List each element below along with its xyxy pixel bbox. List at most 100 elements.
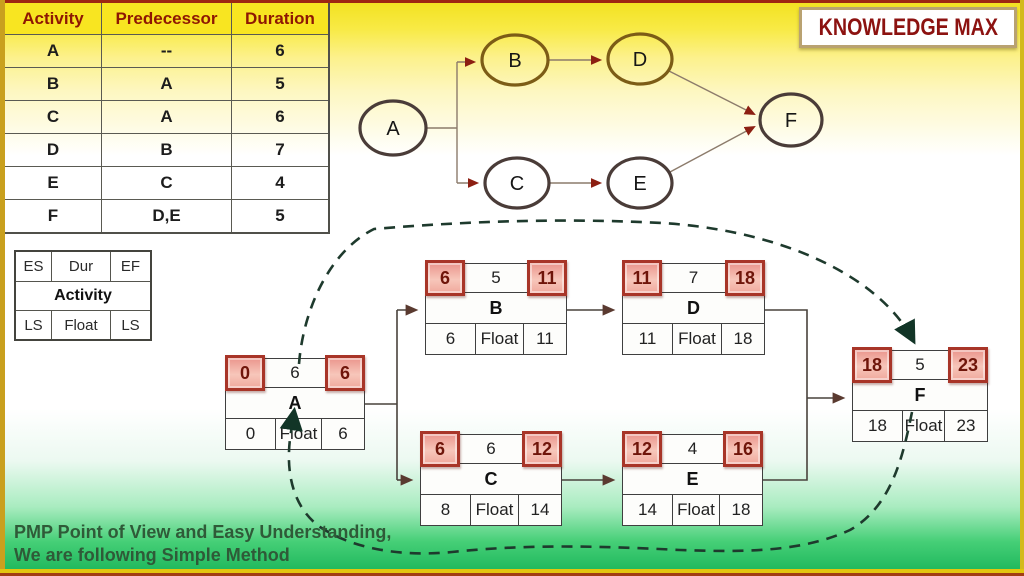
activity-name: E <box>622 464 763 495</box>
arrow-e-to-f <box>669 126 756 173</box>
ef-cell: 23 <box>948 347 988 383</box>
ef-cell: 16 <box>723 431 763 467</box>
activity-name: A <box>225 388 365 419</box>
cell-duration: 5 <box>275 74 285 93</box>
es-cell: 0 <box>225 355 265 391</box>
network-node-a <box>358 99 428 157</box>
dashed-annotation-loop <box>279 219 916 555</box>
cell-duration: 7 <box>275 140 285 159</box>
legend-ls: LS <box>16 311 52 339</box>
cell-predecessor: A <box>101 68 232 100</box>
lf-cell: 14 <box>530 500 550 519</box>
cell-activity: D <box>46 140 60 159</box>
legend-lf: LS <box>110 311 150 339</box>
footer-line-2: We are following Simple Method <box>14 545 290 565</box>
lf-cell: 18 <box>733 329 753 348</box>
table-row: D B 7 <box>5 133 328 166</box>
network-node-f <box>758 92 824 148</box>
ef-cell: 12 <box>522 431 562 467</box>
ls-cell: 6 <box>426 324 476 354</box>
cell-duration: 4 <box>275 173 285 192</box>
header-predecessor: Predecessor <box>101 3 232 34</box>
float-cell: Float <box>903 411 945 441</box>
activity-name: D <box>622 293 765 324</box>
cell-duration: 6 <box>275 107 285 126</box>
frame-left-edge <box>0 0 5 576</box>
cell-activity: B <box>46 74 60 93</box>
cell-activity: C <box>46 107 60 126</box>
cell-predecessor: C <box>101 167 232 199</box>
ef-cell: 11 <box>527 260 567 296</box>
cell-predecessor: B <box>101 134 232 166</box>
ls-cell: 11 <box>623 324 673 354</box>
ef-cell: 18 <box>725 260 765 296</box>
float-cell: Float <box>476 324 524 354</box>
header-activity: Activity <box>22 8 84 28</box>
node-label-a: A <box>386 118 400 140</box>
dur-cell: 5 <box>891 351 949 379</box>
es-cell: 6 <box>420 431 460 467</box>
ef-cell: 6 <box>325 355 365 391</box>
header-duration: Duration <box>245 8 315 28</box>
ls-cell: 8 <box>421 495 471 525</box>
lf-cell: 6 <box>338 424 348 443</box>
cell-duration: 6 <box>275 41 285 60</box>
dur-cell: 5 <box>464 264 528 292</box>
loop-top-arc-to-f <box>297 219 916 365</box>
legend-ef: EF <box>110 252 150 281</box>
footer-line-1: PMP Point of View and Easy Understanding… <box>14 522 392 542</box>
network-node-e <box>606 156 674 210</box>
activity-table: Activity Predecessor Duration A -- 6 B A… <box>3 3 330 234</box>
es-cell: 12 <box>622 431 662 467</box>
lf-cell: 23 <box>956 416 976 435</box>
cell-predecessor: D,E <box>101 200 232 232</box>
table-row: B A 5 <box>5 67 328 100</box>
dur-cell: 6 <box>264 359 326 387</box>
float-cell: Float <box>673 324 722 354</box>
node-label-c: C <box>510 173 524 195</box>
network-connector <box>426 62 458 183</box>
node-label-e: E <box>633 173 646 195</box>
network-node-b <box>480 33 550 87</box>
frame-bottom-edge <box>0 569 1024 576</box>
connector-de-to-f <box>763 309 843 481</box>
float-cell: Float <box>673 495 720 525</box>
activity-table-header: Activity Predecessor Duration <box>5 3 328 34</box>
table-row: C A 6 <box>5 100 328 133</box>
arrow-d-to-f <box>668 70 756 115</box>
lf-cell: 18 <box>731 500 751 519</box>
cell-duration: 5 <box>275 206 285 225</box>
footer-caption: PMP Point of View and Easy Understanding… <box>14 521 391 567</box>
node-label-f: F <box>785 110 797 132</box>
cell-predecessor: A <box>101 101 232 133</box>
table-row: E C 4 <box>5 166 328 199</box>
cell-activity: F <box>47 206 59 225</box>
frame-top-edge <box>0 0 1024 3</box>
es-cell: 11 <box>622 260 662 296</box>
dur-cell: 7 <box>661 264 726 292</box>
activity-name: F <box>852 380 988 411</box>
activity-name: C <box>420 464 562 495</box>
network-node-c <box>483 156 551 210</box>
cell-predecessor: -- <box>101 35 232 67</box>
frame-right-edge <box>1020 0 1024 576</box>
precedence-network: A B C D E F <box>358 32 824 210</box>
dur-cell: 4 <box>661 435 724 463</box>
legend-float: Float <box>64 316 98 334</box>
cell-activity: E <box>47 173 59 192</box>
lf-cell: 11 <box>536 329 554 348</box>
legend-activity: Activity <box>54 287 112 304</box>
ls-cell: 14 <box>623 495 673 525</box>
table-row: A -- 6 <box>5 34 328 67</box>
ls-cell: 18 <box>853 411 903 441</box>
legend-es: ES <box>16 252 52 281</box>
es-cell: 18 <box>852 347 892 383</box>
activity-name: B <box>425 293 567 324</box>
float-cell: Float <box>471 495 519 525</box>
network-node-d <box>606 32 674 86</box>
